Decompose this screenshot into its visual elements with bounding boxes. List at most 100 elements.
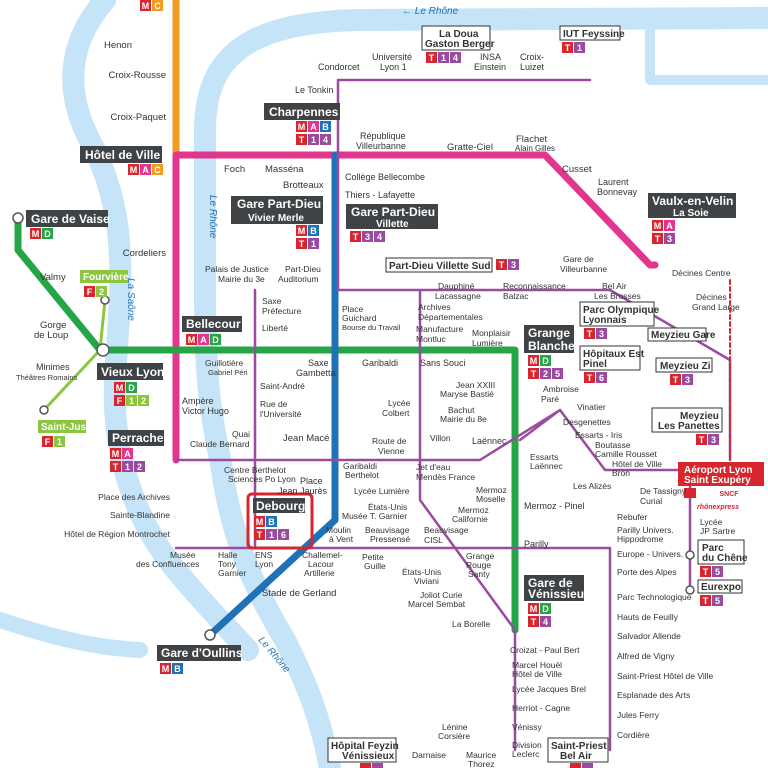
station-maurice-thorez-1[interactable]: Maurice (466, 750, 497, 760)
station-esplanade[interactable]: Esplanade des Arts (617, 690, 690, 700)
station-musee-conf-1[interactable]: Musée (170, 550, 196, 560)
station-place-jj-1[interactable]: Place (300, 476, 323, 486)
la-doua-box[interactable] (421, 25, 491, 51)
hub-vieux-lyon[interactable]: Vieux Lyon (97, 363, 164, 380)
station-mermoz-moselle-1[interactable]: Mermoz (476, 485, 507, 495)
station-brotteaux[interactable]: Brotteaux (283, 180, 324, 191)
station-beauvisage-press-2[interactable]: Pressensé (370, 534, 410, 544)
station-saxe-pref-2[interactable]: Préfecture (262, 306, 301, 316)
station-beauvisage-press-1[interactable]: Beauvisage (365, 525, 410, 535)
station-theatres[interactable]: Théâtres Romains (16, 373, 78, 382)
station-maurice-thorez-2[interactable]: Thorez (468, 759, 494, 768)
station-croizat[interactable]: Croizat - Paul Bert (510, 645, 580, 655)
station-challemel-1[interactable]: Challemel- (302, 550, 343, 560)
station-einstein[interactable]: Einstein (474, 62, 506, 72)
station-lycee-colbert-1[interactable]: Lycée (388, 398, 411, 408)
station-dot[interactable] (96, 343, 110, 357)
station-moulin-1[interactable]: Moulin (326, 525, 351, 535)
station-insa[interactable]: INSA (480, 52, 501, 62)
station-division-leclerc-1[interactable]: Division (512, 740, 542, 750)
station-mermoz-calif-2[interactable]: Californie (452, 514, 488, 524)
part-dieu-villette-sud-box[interactable] (385, 257, 493, 273)
station-place-guichard-1[interactable]: Place (342, 304, 364, 314)
station-saxe-pref-1[interactable]: Saxe (262, 296, 282, 306)
station-beauvisage-cisl-1[interactable]: Beauvisage (424, 525, 469, 535)
station-ambroise-1[interactable]: Ambroise (543, 384, 579, 394)
hopital-feyzin-box[interactable] (327, 737, 397, 763)
station-college-bellecombe[interactable]: Collège Bellecombe (345, 172, 425, 182)
station-lycee-brel[interactable]: Lycée Jacques Brel (512, 684, 586, 694)
parc-olympique-box[interactable] (579, 301, 655, 327)
station-quai-2[interactable]: Claude Bernard (190, 439, 250, 449)
station-etats-unis-viviani-1[interactable]: États-Unis (402, 567, 441, 577)
station-cusset[interactable]: Cusset (562, 164, 592, 175)
station-les-alizes[interactable]: Les Alizés (573, 481, 611, 491)
station-le-tonkin[interactable]: Le Tonkin (295, 85, 333, 95)
station-garibaldi-berthelot-2[interactable]: Berthelot (345, 470, 380, 480)
station-gare-villeurbanne-1[interactable]: Gare de (563, 254, 594, 264)
station-laurent-1[interactable]: Laurent (598, 177, 629, 187)
station-desgenettes[interactable]: Desgenettes (563, 417, 611, 427)
station-dot[interactable] (685, 585, 695, 595)
station-petite-guille-1[interactable]: Petite (362, 552, 384, 562)
station-valmy[interactable]: Valmy (40, 272, 66, 283)
station-reconnaissance-2[interactable]: Balzac (503, 291, 529, 301)
station-dauphine-1[interactable]: Dauphiné (438, 281, 475, 291)
station-vinatier[interactable]: Vinatier (577, 402, 606, 412)
station-halle-2[interactable]: Tony (218, 559, 237, 569)
station-division-leclerc-2[interactable]: Leclerc (512, 749, 540, 759)
station-ens-2[interactable]: Lyon (255, 559, 273, 569)
station-dauphine-2[interactable]: Lacassagne (435, 291, 481, 301)
station-musee-conf-2[interactable]: des Confluences (136, 559, 199, 569)
hub-perrache[interactable]: Perrache (108, 430, 164, 446)
station-etats-unis-viviani-2[interactable]: Viviani (414, 576, 439, 586)
station-jet-deau-1[interactable]: Jet d'eau (416, 462, 451, 472)
station-laennec[interactable]: Laënnec (472, 436, 507, 446)
station-place-jj-2[interactable]: Jean Jaurès (278, 486, 328, 496)
station-gorge-1[interactable]: Gorge (40, 320, 66, 331)
station-marcel-houel-2[interactable]: Hôtel de Ville (512, 669, 562, 679)
station-laurent-2[interactable]: Bonnevay (597, 187, 638, 197)
station-lycee-sartre-2[interactable]: JP Sartre (700, 526, 736, 536)
station-boutasse-2[interactable]: Camille Rousset (595, 449, 658, 459)
station-herriot[interactable]: Herriot - Cagne (512, 703, 570, 713)
station-lycee-lumiere[interactable]: Lycée Lumière (354, 486, 410, 496)
fourviere-box[interactable] (80, 270, 128, 283)
station-liberte[interactable]: Liberté (262, 323, 288, 333)
station-place-archives[interactable]: Place des Archives (98, 492, 170, 502)
station-route-vienne-2[interactable]: Vienne (378, 446, 405, 456)
station-hauts-feuilly[interactable]: Hauts de Feuilly (617, 612, 679, 622)
station-essarts-laennec-1[interactable]: Essarts (530, 452, 558, 462)
iut-box[interactable] (559, 25, 621, 41)
hub-grange-blanche[interactable]: Grange Blanche (524, 325, 575, 353)
station-decines-gl-2[interactable]: Grand Large (692, 302, 740, 312)
station-hotel-ville-bron-1[interactable]: Hôtel de Ville (612, 459, 662, 469)
station-rue-univ-1[interactable]: Rue de (260, 399, 288, 409)
hub-vaulx-en-velin[interactable]: Vaulx-en-Velin La Soie (648, 193, 736, 219)
station-croix-rousse[interactable]: Croix-Rousse (108, 70, 166, 81)
station-bachut-2[interactable]: Mairie du 8e (440, 414, 487, 424)
hub-debourg[interactable]: Debourg (246, 492, 314, 550)
station-jean-mace[interactable]: Jean Macé (283, 433, 329, 444)
station-parilly[interactable]: Parilly (524, 539, 549, 549)
station-monplaisir-1[interactable]: Monplaisir (472, 328, 511, 338)
station-essarts-laennec-2[interactable]: Laënnec (530, 461, 563, 471)
station-essarts-iris[interactable]: Essarts - Iris (575, 430, 622, 440)
station-cordiere[interactable]: Cordière (617, 730, 650, 740)
eurexpo-box[interactable] (697, 579, 743, 594)
station-croix-paquet[interactable]: Croix-Paquet (111, 112, 167, 123)
station-la-borelle[interactable]: La Borelle (452, 619, 491, 629)
station-manufacture-2[interactable]: Montluc (416, 334, 447, 344)
station-flachet-1[interactable]: Flachet (516, 134, 548, 145)
station-grange-rouge-1[interactable]: Grange (466, 551, 495, 561)
station-croix-luizet-2[interactable]: Luizet (520, 62, 545, 72)
station-archives-2[interactable]: Départementales (418, 312, 483, 322)
station-ampere-1[interactable]: Ampère (182, 396, 214, 406)
station-jet-deau-2[interactable]: Mendès France (416, 472, 475, 482)
station-flachet-2[interactable]: Alain Gilles (515, 144, 555, 153)
hub-charpennes[interactable]: Charpennes (264, 103, 340, 120)
station-croix-luizet-1[interactable]: Croix- (520, 52, 544, 62)
saint-just-box[interactable] (38, 420, 86, 433)
station-garibaldi[interactable]: Garibaldi (362, 358, 398, 368)
station-jean-xxiii-2[interactable]: Maryse Bastié (440, 389, 494, 399)
